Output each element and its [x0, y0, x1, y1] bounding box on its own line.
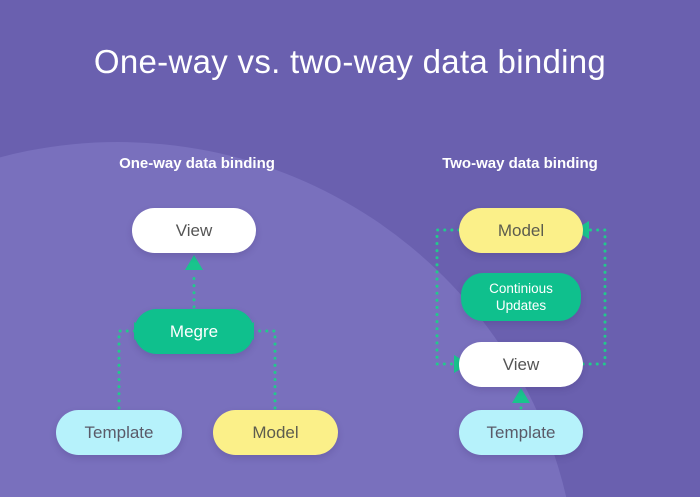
node-label: Template	[486, 422, 556, 442]
page-title: One-way vs. two-way data binding	[93, 43, 607, 80]
column-heading-two-way: Two-way data binding	[442, 155, 598, 172]
node-label: View	[175, 220, 213, 240]
node-two-way-view[interactable]: View	[459, 342, 583, 387]
node-label: Model	[497, 220, 545, 240]
node-label: Megre	[169, 321, 219, 341]
node-label-multiline: Continious Updates	[461, 280, 581, 314]
node-one-way-model[interactable]: Model	[213, 410, 338, 455]
column-heading-one-way: One-way data binding	[119, 155, 275, 172]
node-one-way-view[interactable]: View	[132, 208, 256, 253]
node-one-way-megre[interactable]: Megre	[134, 309, 254, 354]
node-label: Model	[252, 422, 299, 442]
node-one-way-template[interactable]: Template	[56, 410, 182, 455]
node-two-way-continious-updates[interactable]: Continious Updates	[461, 273, 581, 321]
node-two-way-template[interactable]: Template	[459, 410, 583, 455]
node-label-line2: Updates	[495, 298, 547, 313]
node-label-line1: Continious	[489, 281, 553, 296]
node-label: Template	[84, 422, 154, 442]
node-label: View	[502, 354, 540, 374]
node-two-way-model[interactable]: Model	[459, 208, 583, 253]
